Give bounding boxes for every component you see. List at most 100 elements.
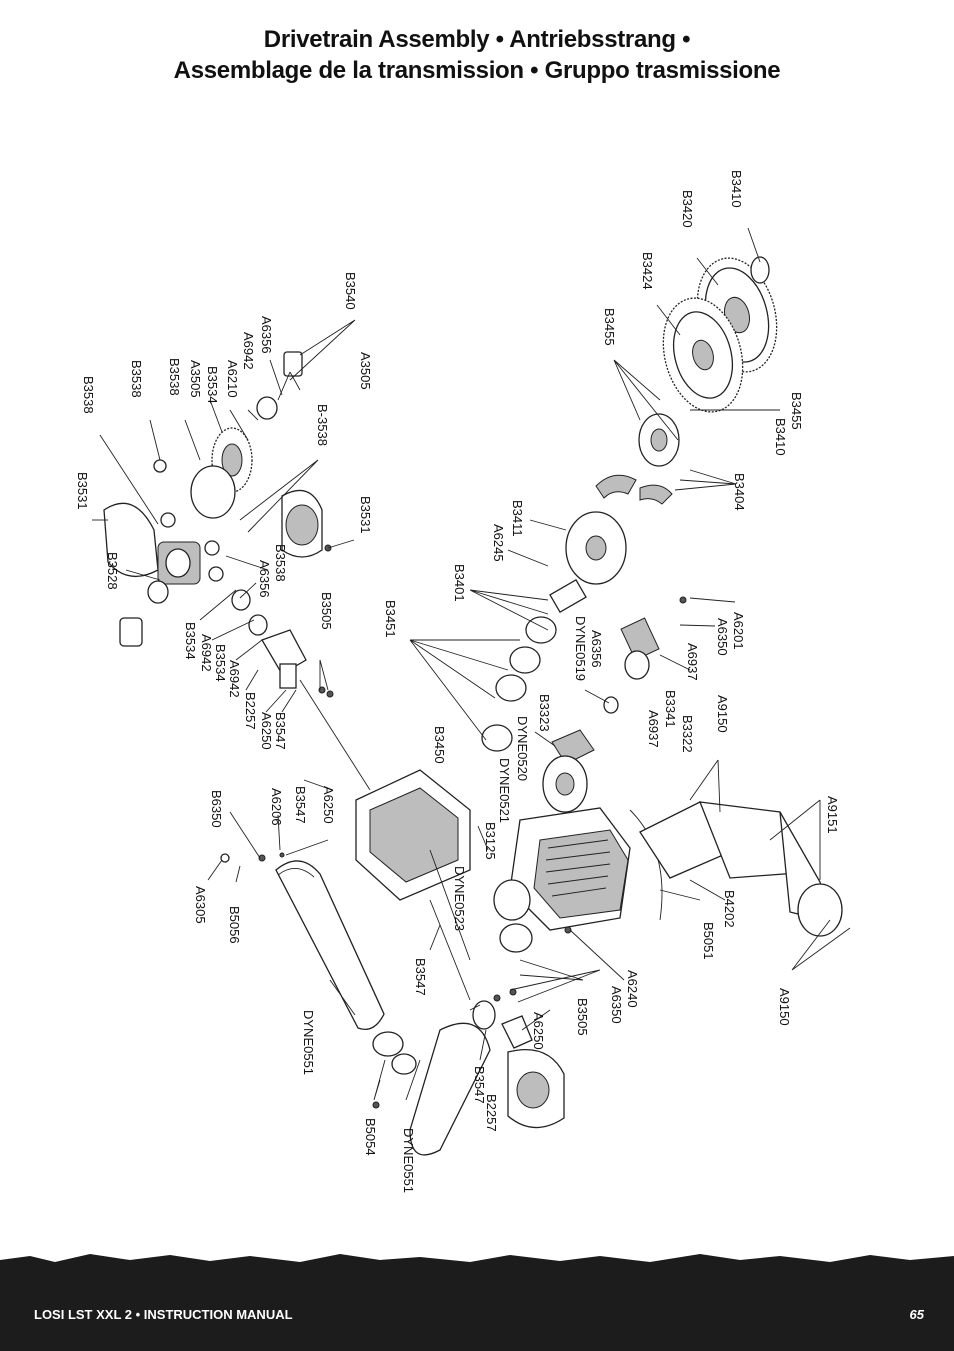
leader-lines [92,227,851,1101]
footer-band [0,1262,954,1351]
label-a6350-lower: A6350 [609,986,624,1024]
label-b5056: B5056 [227,906,242,944]
label-b3401: B3401 [452,564,467,602]
upper-pinion [256,351,303,420]
label-b2257-front: B2257 [243,692,258,730]
diff-mount [261,629,307,689]
label-a6937-upper: A6937 [685,643,700,681]
clutch-hub [638,413,680,467]
label-b3538-b: B3538 [129,360,144,398]
label-b-3538: B-3538 [315,404,330,446]
label-b3547-lower: B3547 [293,786,308,824]
label-b3538-c: B3538 [81,376,96,414]
label-a6201: A6201 [731,612,746,650]
label-b3451: B3451 [383,600,398,638]
diff-housing-right [281,489,323,558]
label-a6937-lower: A6937 [646,710,661,748]
page-title-line-2: Assemblage de la transmission • Gruppo t… [173,57,781,84]
label-a6942-upper: A6942 [241,332,256,370]
label-a6250-mid: A6250 [259,712,274,750]
rear-diff-housing [507,1048,565,1129]
tuned-pipe [275,860,385,1031]
label-b3404: B3404 [732,473,747,511]
label-a6250-lower: A6250 [531,1012,546,1050]
label-b3455-right: B3455 [789,392,804,430]
label-b3505-lower: B3505 [575,998,590,1036]
label-a9150-lower: A9150 [777,988,792,1026]
rear-mount [501,1015,533,1049]
label-a6356-upper: A6356 [259,316,274,354]
exhaust-pipe [639,801,843,937]
driveshaft-center [429,899,471,1001]
label-b2257-rear: B2257 [484,1094,499,1132]
transmission-case [355,769,471,901]
diff-outdrive [119,617,143,647]
label-b3450: B3450 [432,726,447,764]
label-dyne0519: DYNE0519 [573,616,588,681]
label-a6350-upper: A6350 [715,618,730,656]
label-b3528: B3528 [105,552,120,590]
label-a9150-upper: A9150 [715,695,730,733]
part-labels: B3410 B3420 B3424 B3455 B3455 B3410 B340… [75,170,840,1193]
label-dyne0551-manifold: DYNE0551 [401,1128,416,1193]
clutch-washers [481,616,557,752]
shaft-coupler [549,578,587,614]
label-a6250-upper: A6250 [321,786,336,824]
label-b3323: B3323 [537,694,552,732]
label-a3505-left: A3505 [188,360,203,398]
rear-bearing [472,1000,496,1030]
label-dyne0551-pipe: DYNE0551 [301,1010,316,1075]
label-a6356-right: A6356 [589,630,604,668]
snap-ring [750,256,770,284]
label-a3505-right: A3505 [358,352,373,390]
label-b3410-right: B3410 [773,418,788,456]
exhaust-manifold [409,1022,491,1156]
label-b3420: B3420 [680,190,695,228]
label-b3534-left: B3534 [183,622,198,660]
driveshaft-rear [429,849,471,961]
label-b5054: B5054 [363,1118,378,1156]
page-number: 65 [909,1307,924,1322]
label-a9151: A9151 [825,796,840,834]
label-b3455-left: B3455 [602,308,617,346]
label-a6245: A6245 [491,524,506,562]
manual-title: LOSI LST XXL 2 • INSTRUCTION MANUAL [34,1307,293,1322]
label-a6240: A6240 [625,970,640,1008]
diff-bearing [147,580,169,604]
diff-case [157,541,201,585]
label-b3322: B3322 [680,715,695,753]
label-dyne0520: DYNE0520 [515,716,530,781]
label-b3540: B3540 [343,272,358,310]
label-a6305: A6305 [193,886,208,924]
clutch-bell [542,755,588,813]
label-a6942-left: A6942 [199,634,214,672]
page-title-line-1: Drivetrain Assembly • Antriebsstrang • [263,26,691,53]
label-b4202: B4202 [722,890,737,928]
diff-gasket [190,465,236,519]
driveshaft-front [299,679,371,791]
label-b3547-front: B3547 [273,712,288,750]
label-dyne0523: DYNE0523 [452,866,467,931]
label-b3531-left: B3531 [75,472,90,510]
label-b3534-mid: B3534 [213,644,228,682]
label-b3538-d: B3538 [273,544,288,582]
exploded-drivetrain-diagram: B3410 B3420 B3424 B3455 B3455 B3410 B340… [75,170,851,1193]
label-b3410-top: B3410 [729,170,744,208]
hardware-screws [220,544,687,1109]
label-b3505-upper: B3505 [319,592,334,630]
engine [493,807,631,953]
brake-pad [639,484,673,505]
brake-disc [565,511,627,585]
diff-housing-left [103,502,159,578]
label-a6356-lower: A6356 [257,560,272,598]
starter-pinion [620,617,660,680]
spur-gear-small [662,297,744,413]
starter-nut [603,696,619,714]
label-b5051: B5051 [701,922,716,960]
label-b3341: B3341 [663,690,678,728]
label-a6206: A6206 [269,788,284,826]
diff-spider-gears [153,459,224,582]
label-dyne0521: DYNE0521 [497,758,512,823]
label-b6350: B6350 [209,790,224,828]
label-b3547-center: B3547 [413,958,428,996]
